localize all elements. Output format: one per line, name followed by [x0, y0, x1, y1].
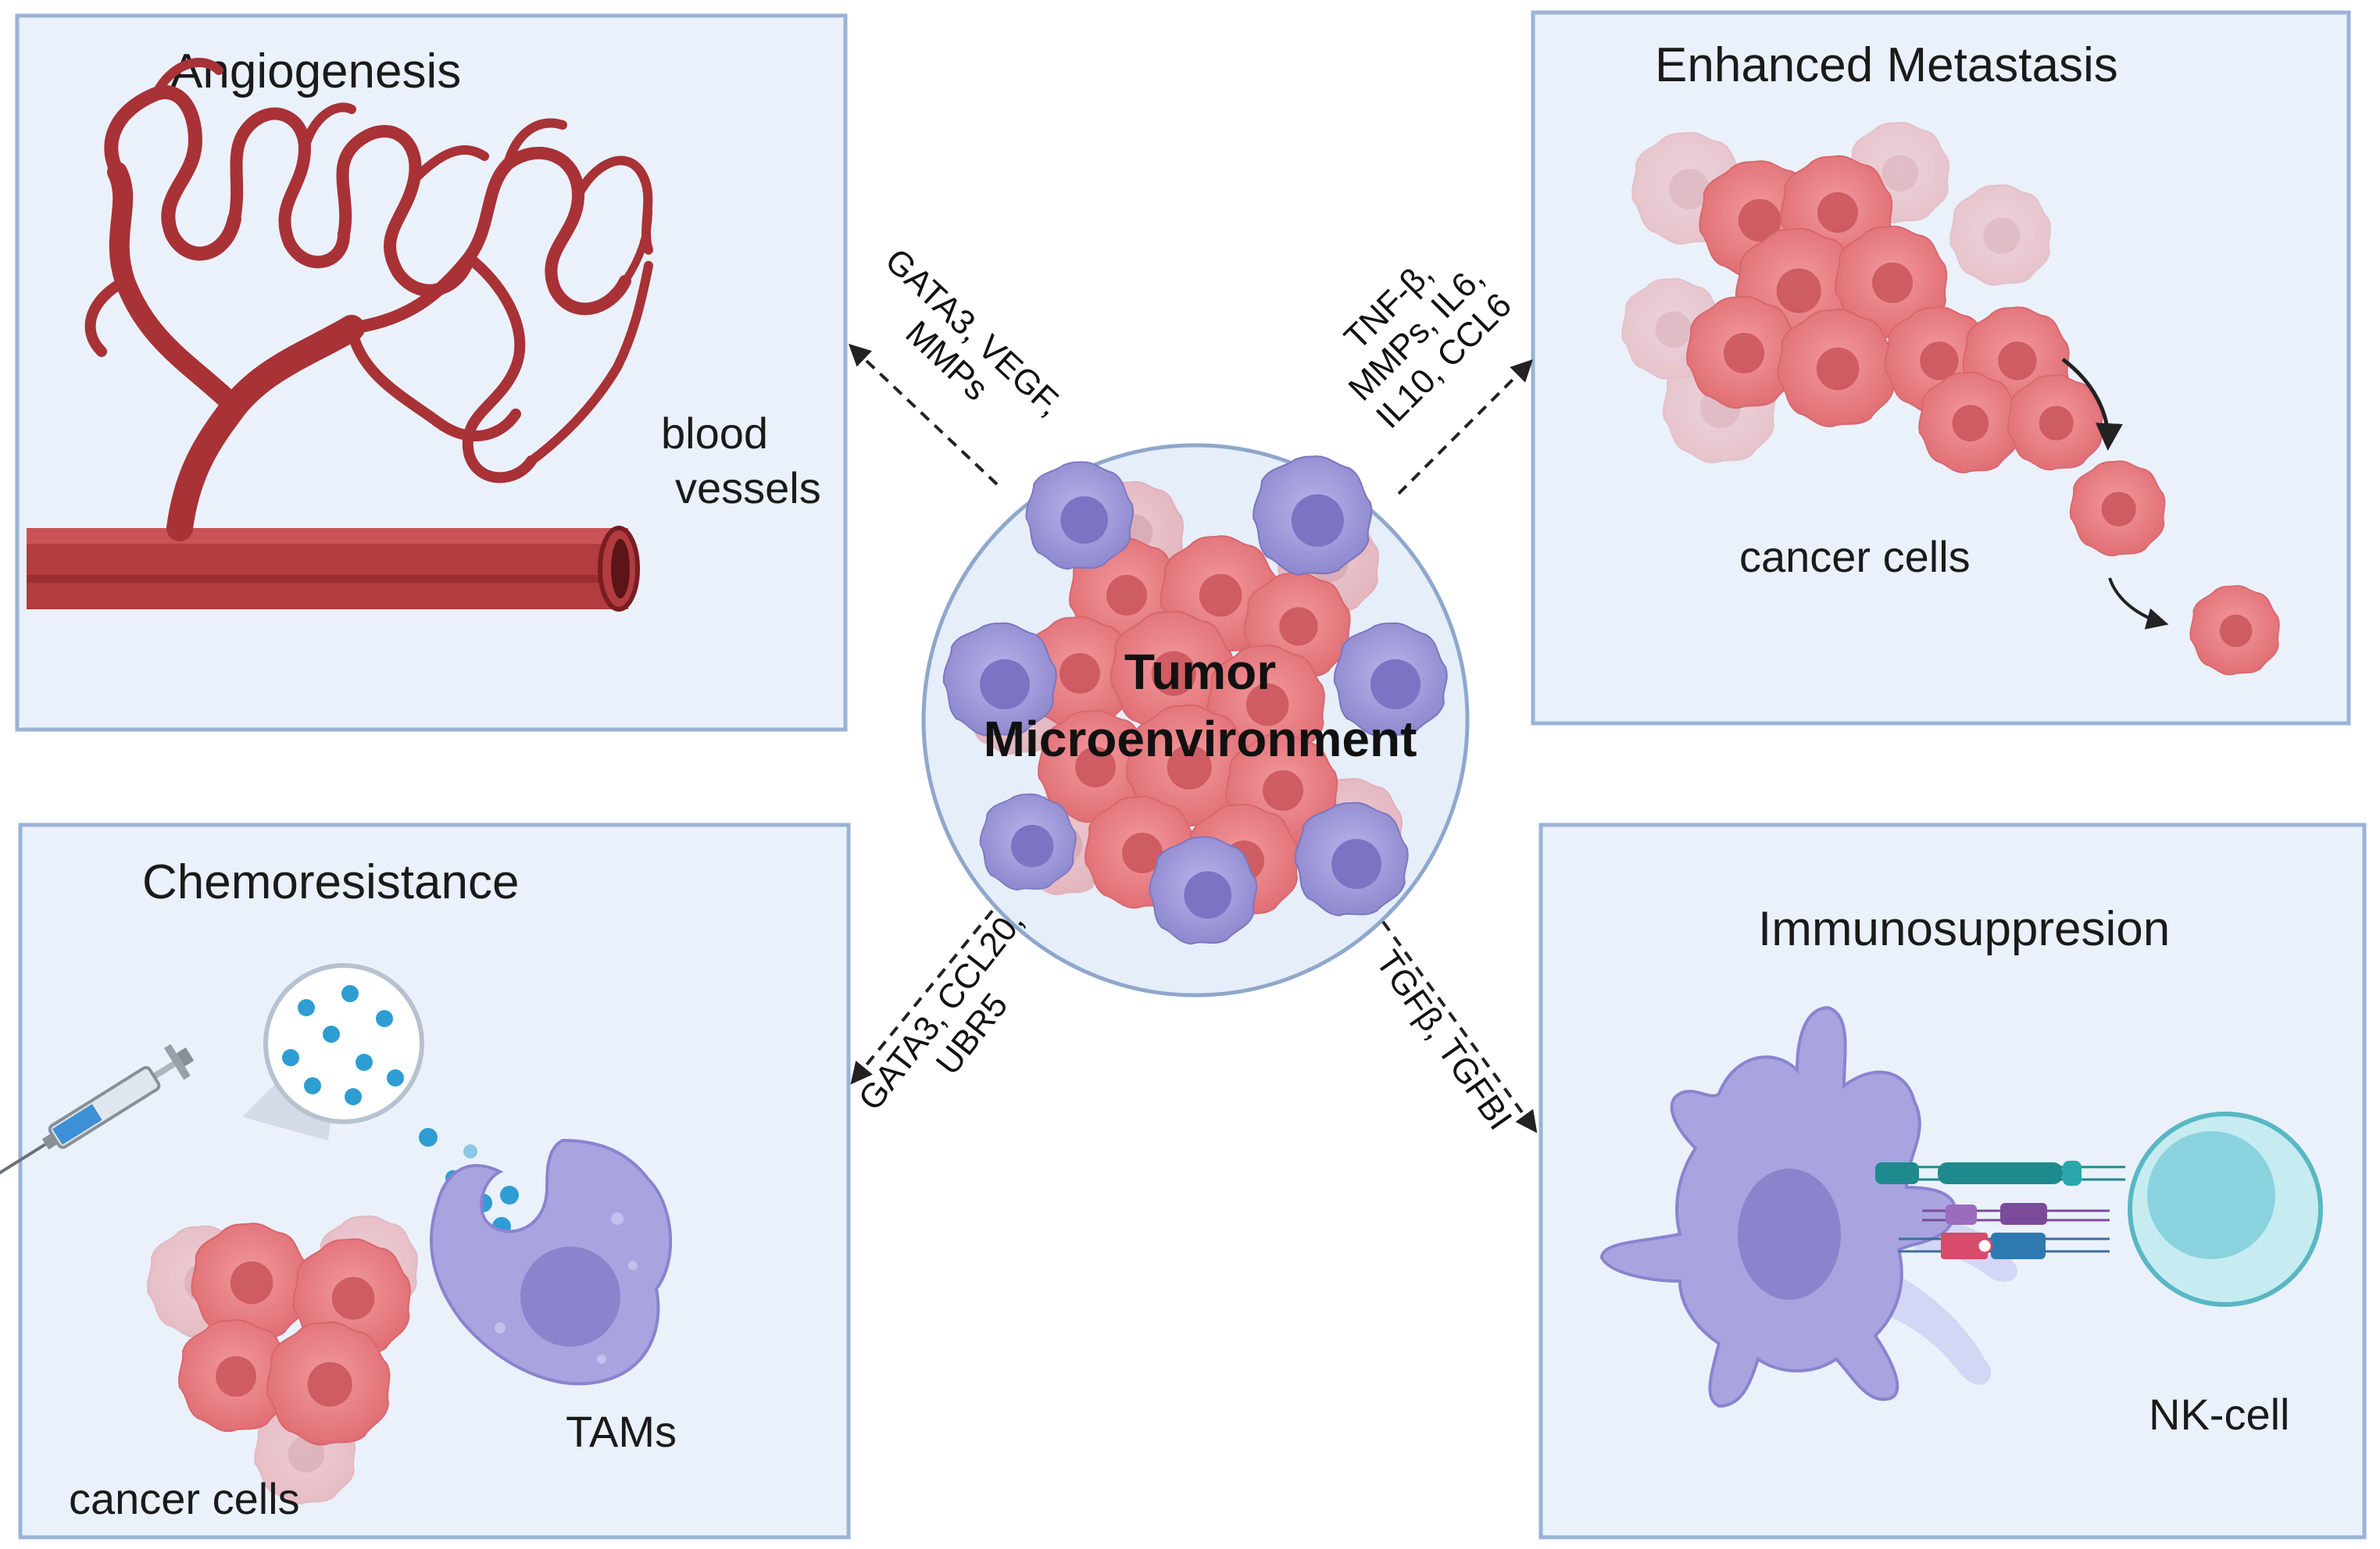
chemoresistance-panel	[18, 823, 851, 1540]
center-title-line2: Microenvironment	[984, 711, 1417, 767]
chemoresistance-title: Chemoresistance	[142, 855, 519, 909]
arrow-to-metastasis	[1397, 359, 1533, 495]
migrating-cancer-cell-2	[2189, 585, 2280, 676]
nk-cell	[2128, 1112, 2323, 1307]
tams-label: TAMs	[566, 1407, 677, 1456]
blood-vessels-illustration	[27, 58, 653, 612]
drug-particles	[282, 985, 404, 1105]
arrow-label-bottom-right-line1: TGFβ, TGFBI	[1368, 944, 1519, 1137]
tumor-microenvironment	[921, 443, 1470, 998]
blood-vessels-label-line1: blood	[661, 409, 768, 458]
tam-macrophage	[430, 1138, 673, 1386]
syringe-icon	[0, 1044, 195, 1188]
nk-cell-label: NK-cell	[2149, 1390, 2289, 1439]
center-title-line1: Tumor	[1124, 644, 1276, 700]
chemo-cancer-cells-label: cancer cells	[69, 1474, 300, 1523]
arrow-to-immunosuppression	[1381, 920, 1538, 1133]
metastasis-arrow-1	[2061, 358, 2123, 451]
metastasis-arrow-2	[2108, 577, 2169, 630]
metastasis-title: Enhanced Metastasis	[1655, 38, 2118, 92]
migrating-cancer-cell-1	[2069, 460, 2166, 557]
angiogenesis-panel	[15, 13, 848, 732]
immunosuppression-title: Immunosuppresion	[1758, 902, 2170, 956]
arrow-to-angiogenesis	[848, 344, 999, 486]
blood-vessels-label-line2: vessels	[675, 463, 821, 512]
receptor-ligand-complex	[1875, 1161, 2125, 1259]
dendritic-cell	[1599, 1005, 2017, 1408]
metastasis-cancer-cells-label: cancer cells	[1739, 532, 1971, 581]
